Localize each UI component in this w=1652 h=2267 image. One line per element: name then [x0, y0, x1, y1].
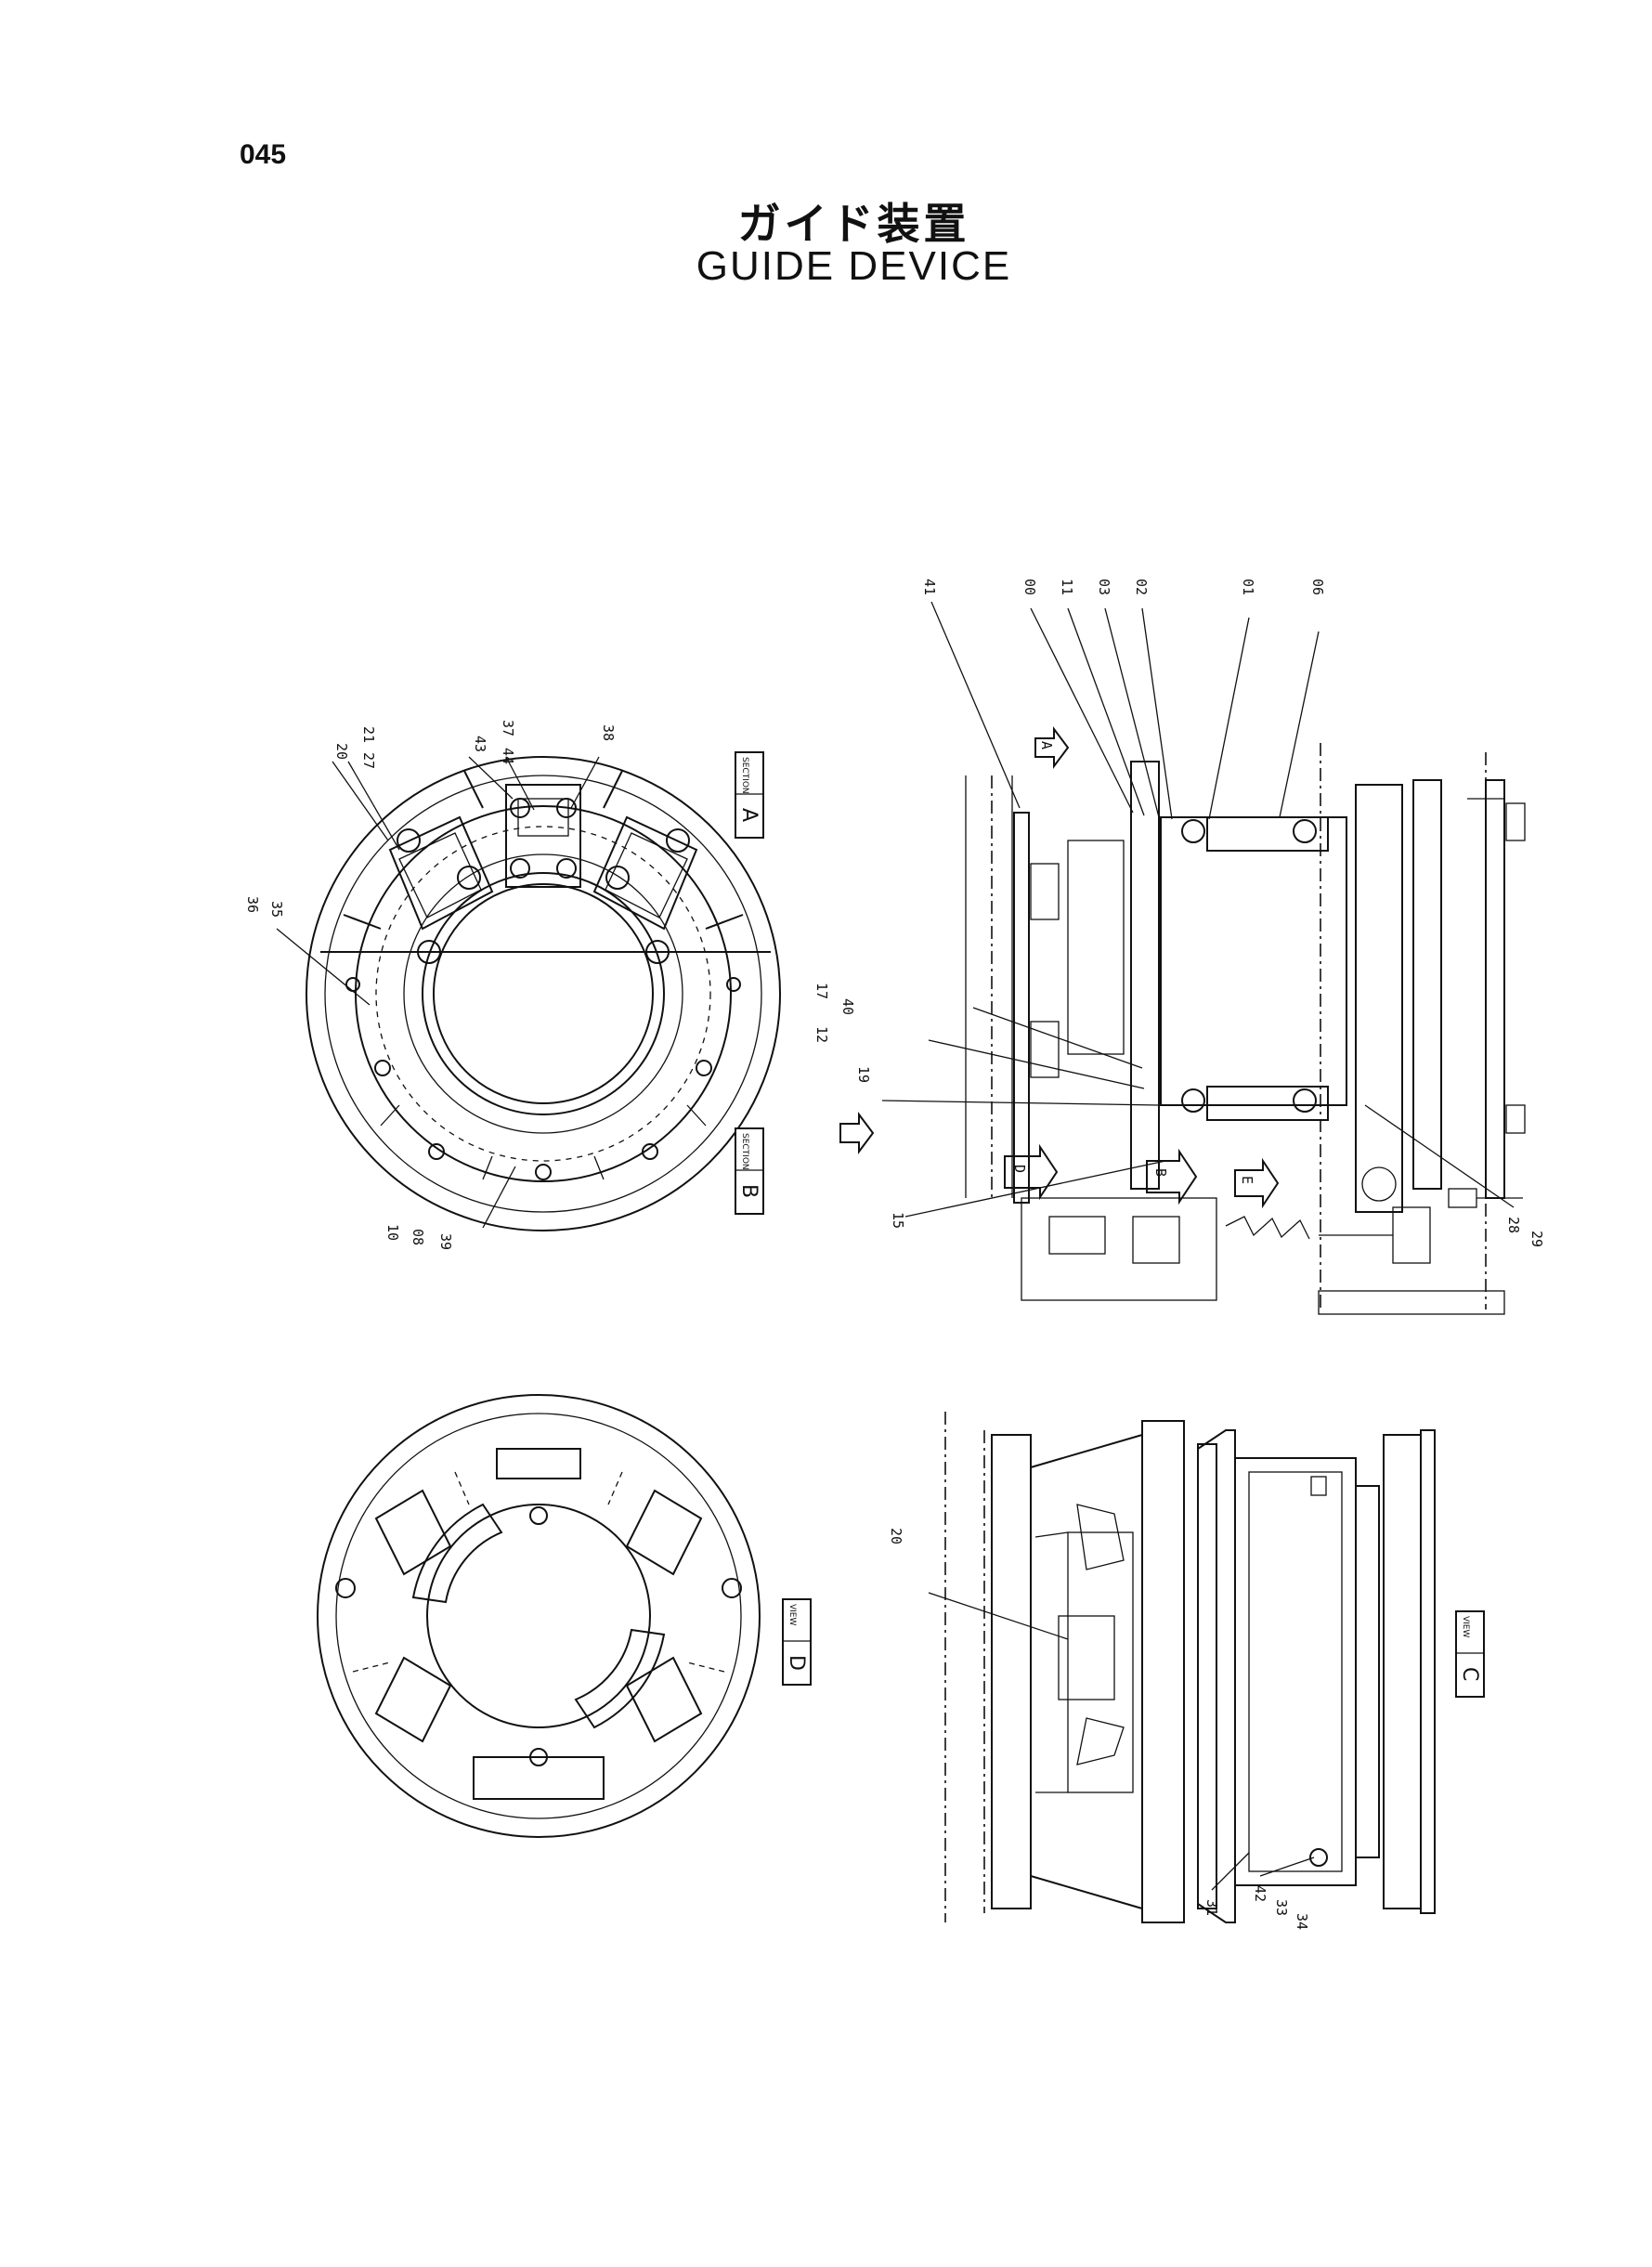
callout-17: 17 — [813, 983, 830, 999]
svg-text:SECTION: SECTION — [740, 757, 749, 794]
callout-43: 43 — [472, 736, 488, 752]
callout-34: 34 — [1294, 1913, 1310, 1930]
section-b-label: SECTION B — [735, 1127, 764, 1215]
callout-21: 21 — [360, 726, 377, 743]
callout-42: 42 — [1252, 1885, 1268, 1902]
callout-33: 33 — [1273, 1899, 1290, 1916]
callout-28: 28 — [1505, 1217, 1522, 1233]
marker-a: A — [1038, 741, 1055, 749]
svg-text:C: C — [1458, 1667, 1481, 1681]
callout-00: 00 — [1021, 579, 1038, 595]
title-japanese: ガイド装置 — [737, 199, 970, 249]
callout-02: 02 — [1133, 579, 1150, 595]
svg-text:VIEW: VIEW — [1461, 1616, 1470, 1637]
callout-37: 37 — [500, 720, 516, 736]
section-a-leaders — [276, 756, 600, 1229]
callout-36: 36 — [244, 896, 261, 913]
view-c-callouts: 20 31 42 33 34 — [888, 1528, 1310, 1930]
svg-text:B: B — [737, 1184, 761, 1198]
callout-27: 27 — [360, 752, 377, 769]
marker-e: E — [1239, 1176, 1255, 1184]
section-b-callouts: 10 08 39 — [384, 1224, 454, 1250]
marker-b: B — [1152, 1168, 1169, 1177]
callout-29: 29 — [1528, 1231, 1545, 1247]
callout-35: 35 — [268, 901, 285, 918]
view-c-leaders — [928, 1592, 1315, 1891]
view-d-label: VIEW D — [782, 1598, 812, 1686]
callout-20-view-c: 20 — [888, 1528, 904, 1544]
callout-03: 03 — [1096, 579, 1112, 595]
callout-31: 31 — [1203, 1899, 1220, 1916]
callout-41: 41 — [921, 579, 938, 595]
svg-text:SECTION: SECTION — [740, 1133, 749, 1170]
callout-12: 12 — [813, 1026, 830, 1043]
callout-08: 08 — [410, 1229, 426, 1245]
title-english: GUIDE DEVICE — [696, 243, 1012, 289]
callout-44: 44 — [500, 748, 516, 764]
section-a-label: SECTION A — [735, 751, 764, 839]
callout-06: 06 — [1309, 579, 1326, 595]
view-c-label: VIEW C — [1455, 1610, 1485, 1698]
svg-text:D: D — [785, 1655, 808, 1671]
callout-10: 10 — [384, 1224, 401, 1241]
view-c-drawing — [944, 1412, 1436, 1923]
callout-39: 39 — [437, 1233, 454, 1250]
side-section-callouts: 41 00 11 03 02 01 06 17 40 12 19 15 28 2… — [813, 579, 1545, 1247]
callout-15: 15 — [890, 1212, 906, 1229]
callout-20: 20 — [333, 743, 350, 760]
marker-d: D — [1011, 1165, 1028, 1173]
section-a-b-drawing — [306, 756, 781, 1231]
arrow-marker-letters: A B D E — [1011, 741, 1255, 1184]
callout-40: 40 — [839, 998, 856, 1015]
callout-19: 19 — [855, 1066, 872, 1083]
svg-text:VIEW: VIEW — [787, 1604, 797, 1625]
svg-text:A: A — [737, 808, 761, 822]
side-section-drawing — [839, 726, 1526, 1315]
section-a-callouts: 20 21 27 43 37 44 38 36 35 — [244, 720, 617, 918]
page-number: 045 — [240, 139, 287, 170]
view-d-drawing — [317, 1394, 761, 1838]
callout-11: 11 — [1059, 579, 1075, 595]
callout-38: 38 — [600, 724, 617, 741]
side-section-leaders — [881, 601, 1515, 1218]
callout-01: 01 — [1240, 579, 1256, 595]
